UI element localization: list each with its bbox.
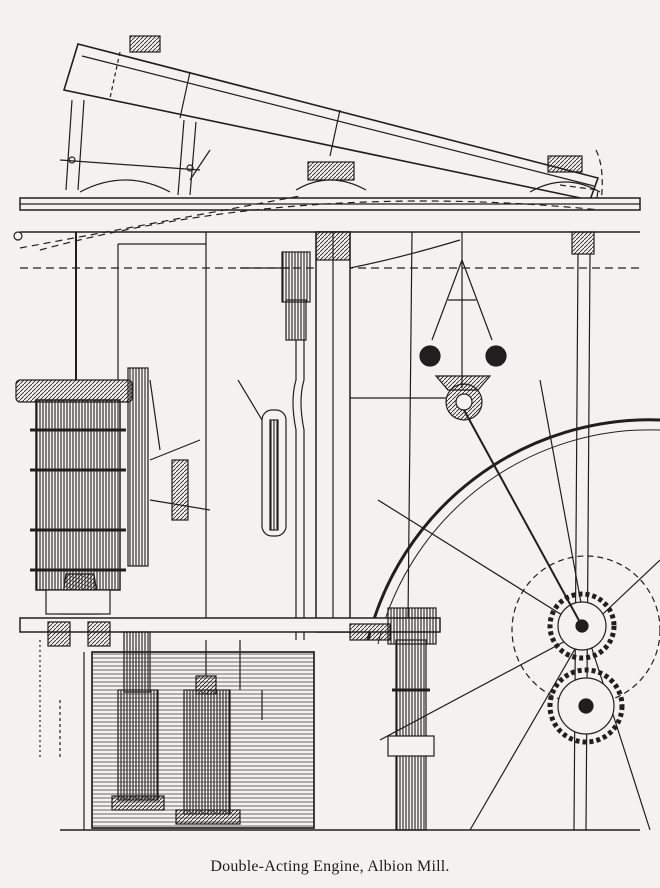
centrifugal-governor (350, 232, 507, 421)
figure-caption: Double-Acting Engine, Albion Mill. (210, 858, 450, 875)
condenser (111, 631, 165, 811)
air-pump (175, 640, 241, 825)
platform (19, 617, 441, 647)
parallel-motion (59, 99, 211, 196)
working-beam (62, 35, 603, 211)
central-column (315, 231, 351, 633)
side-pillar (407, 231, 595, 831)
engine-engraving (13, 35, 660, 831)
steam-cylinder (15, 232, 133, 615)
valve-chest (117, 232, 211, 620)
gauge-tube (237, 379, 287, 537)
beam-bearing (79, 161, 601, 193)
air-valve (240, 239, 461, 640)
flywheel (366, 379, 660, 831)
sun-planet-gears (463, 409, 625, 745)
hot-well-pump (349, 607, 437, 831)
